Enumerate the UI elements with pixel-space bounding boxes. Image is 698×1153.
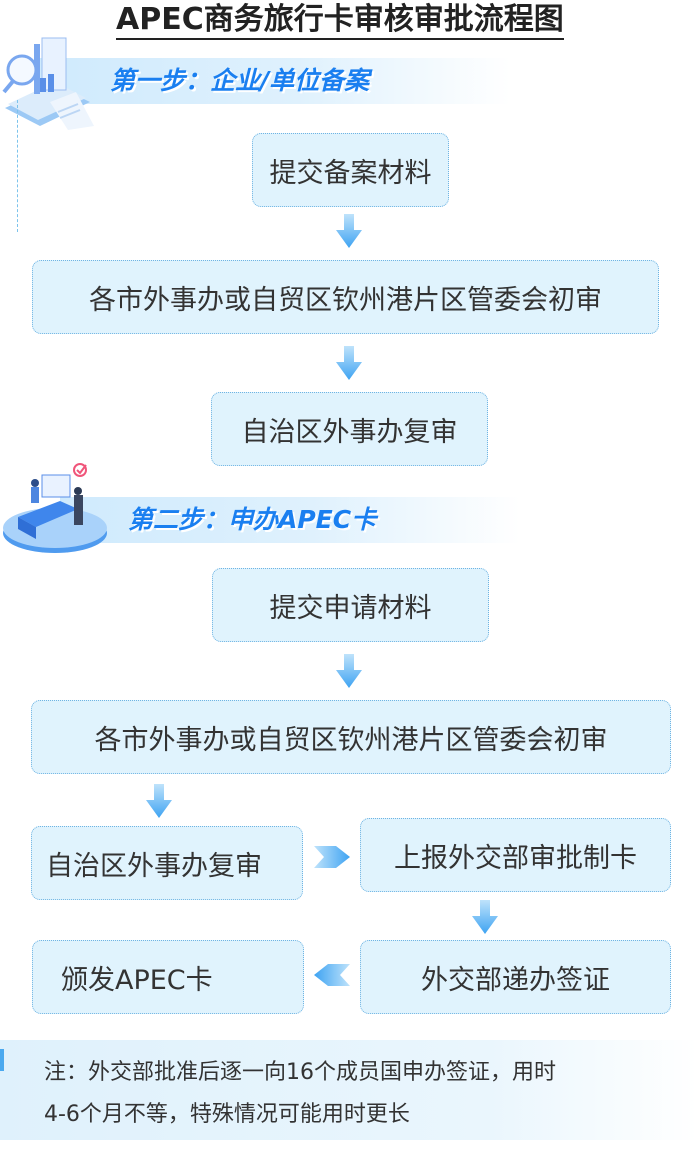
flow-box-text: 提交备案材料 — [269, 157, 432, 189]
flow-box-region-second-review-2: 自治区外事办复审 — [31, 826, 303, 900]
flow-box-text: 自治区外事办复审 — [46, 850, 262, 882]
note-line-2: 4-6个月不等，特殊情况可能用时更长 — [44, 1102, 410, 1127]
service-desk-icon — [0, 455, 115, 555]
flow-box-text: 各市外事办或自贸区钦州港片区管委会初审 — [89, 284, 602, 316]
step2-label: 第二步：申办APEC卡 — [128, 505, 377, 534]
flow-box-region-second-review: 自治区外事办复审 — [211, 392, 488, 466]
page-title: APEC商务旅行卡审核审批流程图 — [116, 2, 564, 40]
document-search-icon — [0, 30, 100, 130]
flow-box-text: 提交申请材料 — [269, 592, 432, 624]
arrow-left-icon — [314, 964, 350, 986]
flow-box-city-initial-review-2: 各市外事办或自贸区钦州港片区管委会初审 — [31, 700, 671, 774]
step2-banner — [60, 497, 520, 543]
flow-box-submit-application: 提交申请材料 — [212, 568, 489, 642]
arrow-down-icon — [336, 214, 362, 248]
note-panel — [0, 1040, 698, 1140]
note-accent-bar — [0, 1049, 4, 1071]
step1-banner — [40, 58, 510, 104]
arrow-down-icon — [336, 346, 362, 380]
flow-box-text: 各市外事办或自贸区钦州港片区管委会初审 — [94, 724, 608, 756]
flow-box-text: 外交部递办签证 — [421, 964, 610, 996]
arrow-down-icon — [336, 654, 362, 688]
flow-box-text: 自治区外事办复审 — [241, 416, 458, 448]
arrow-down-icon — [146, 784, 172, 818]
flow-box-text: 颁发APEC卡 — [61, 964, 213, 996]
flow-box-submit-filing: 提交备案材料 — [252, 133, 449, 207]
flow-box-city-initial-review: 各市外事办或自贸区钦州港片区管委会初审 — [32, 260, 659, 334]
arrow-right-icon — [314, 846, 350, 868]
note-text: 注：外交部批准后逐一向16个成员国申办签证，用时 4-6个月不等，特殊情况可能用… — [44, 1052, 664, 1136]
flow-box-text: 上报外交部审批制卡 — [394, 842, 637, 874]
flow-box-issue-card: 颁发APEC卡 — [32, 940, 304, 1014]
timeline-dashed-line — [17, 100, 18, 232]
note-line-1: 注：外交部批准后逐一向16个成员国申办签证，用时 — [44, 1060, 556, 1085]
flow-box-mfa-visa: 外交部递办签证 — [360, 940, 671, 1014]
step1-label: 第一步：企业/单位备案 — [110, 66, 370, 95]
arrow-down-icon — [472, 900, 498, 934]
flow-box-report-mfa: 上报外交部审批制卡 — [360, 818, 671, 892]
